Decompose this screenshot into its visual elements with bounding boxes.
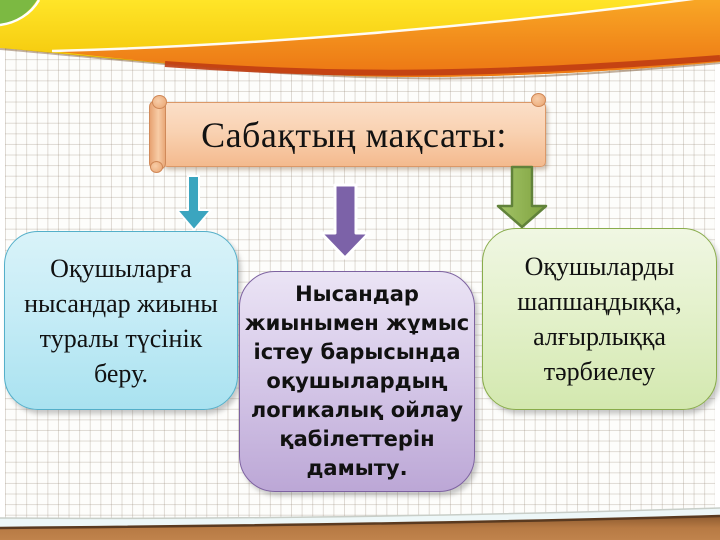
paper-edge-line: [0, 507, 720, 520]
down-arrow-purple-icon: [319, 183, 371, 260]
red-stripe: [164, 55, 720, 76]
goal-card-left-text: Оқушыларға нысандар жиыны туралы түсінік…: [24, 253, 218, 388]
brown-wave-shape: [0, 516, 720, 540]
green-corner-outline: [0, 0, 41, 27]
goal-card-middle-text: Нысандар жиынымен жұмыс істеу барысында …: [244, 282, 470, 480]
green-corner-shape: [0, 0, 37, 24]
scroll-curl-icon: [150, 161, 163, 173]
goal-card-left: Оқушыларға нысандар жиыны туралы түсінік…: [4, 231, 238, 410]
page-title: Сабақтың мақсаты:: [201, 114, 507, 155]
goal-card-middle: Нысандар жиынымен жұмыс істеу барысында …: [239, 271, 475, 492]
brown-wave-edge: [0, 514, 720, 530]
down-arrow-teal-icon: [176, 175, 212, 231]
goal-card-right-text: Оқушыларды шапшаңдыққа, алғырлыққа тәрби…: [517, 252, 682, 386]
bottom-band-decoration: [0, 507, 720, 540]
scroll-curl-icon: [152, 95, 167, 109]
orange-sweep-shape: [52, 0, 720, 78]
white-curve: [51, 0, 695, 53]
scroll-curl-icon: [531, 93, 546, 107]
title-banner: Сабақтың мақсаты:: [149, 93, 546, 173]
down-arrow-green-icon: [496, 165, 548, 229]
goal-card-right: Оқушыларды шапшаңдыққа, алғырлыққа тәрби…: [482, 228, 717, 410]
band-shadow-line: [0, 48, 720, 80]
top-band-decoration: [0, 0, 720, 80]
title-banner-body: Сабақтың мақсаты:: [162, 102, 546, 167]
scroll-roll-edge: [149, 100, 166, 170]
